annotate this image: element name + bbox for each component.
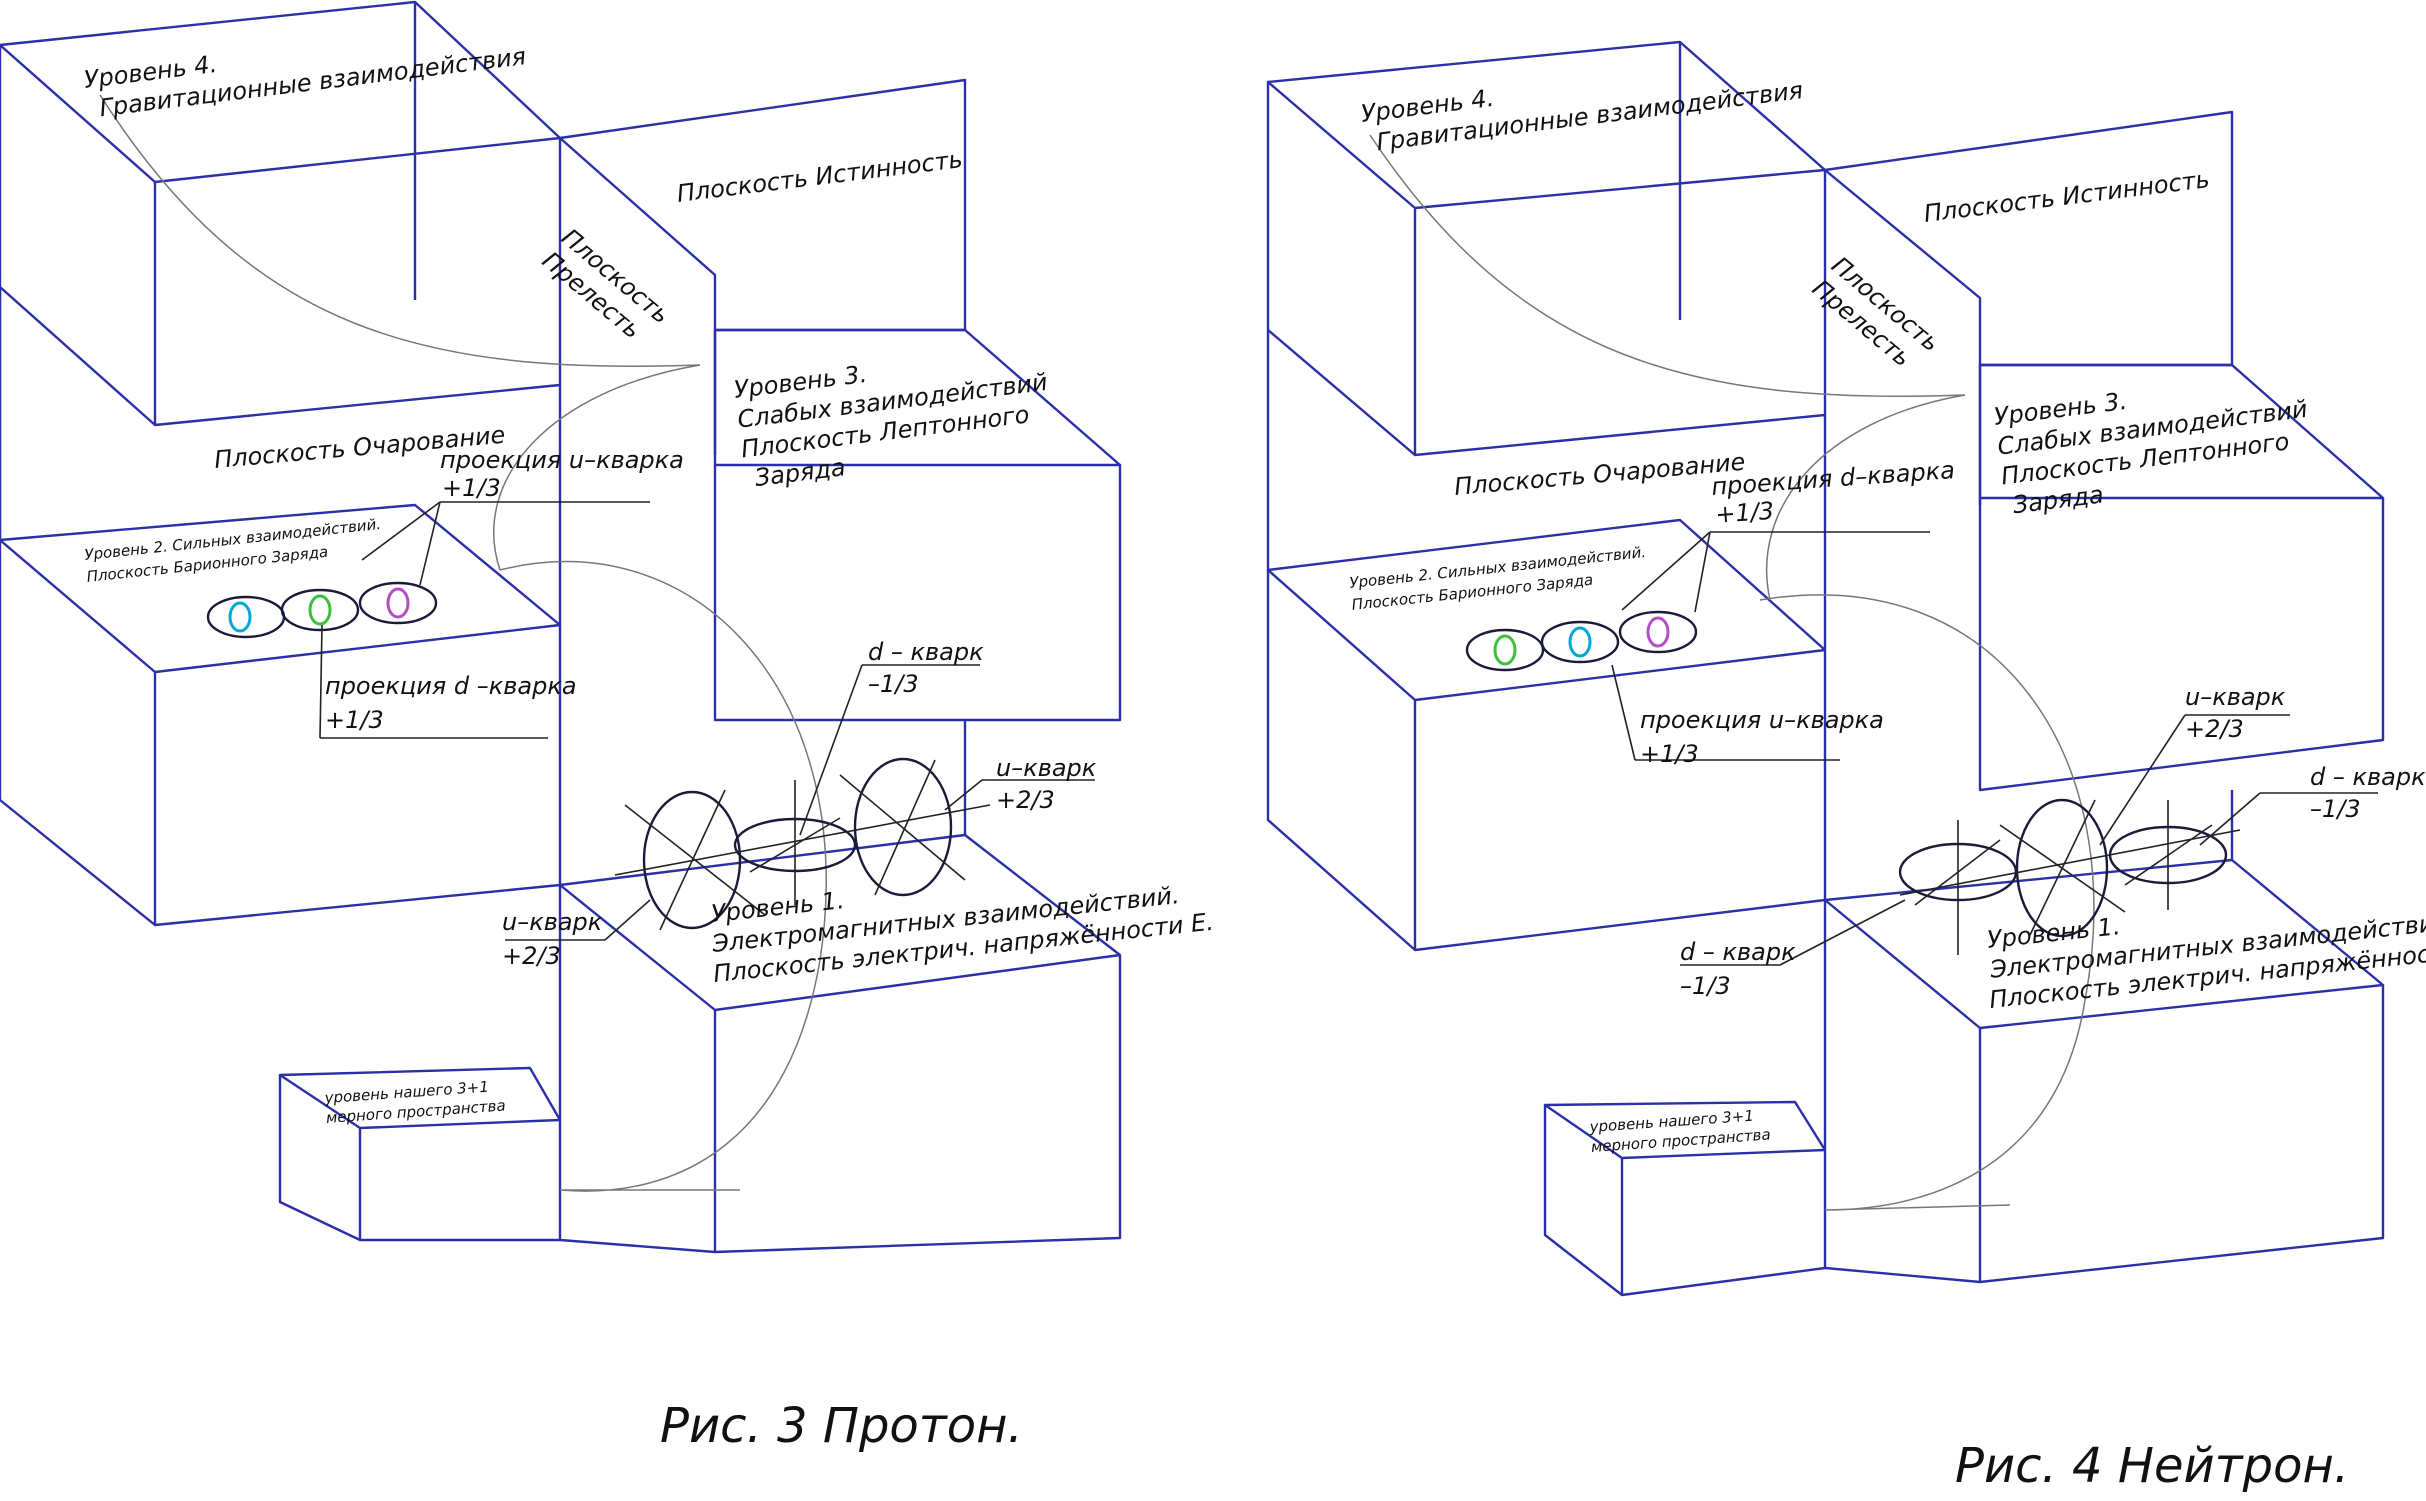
projection-arcs — [99, 94, 827, 1192]
beauty-plane-label: ПлоскостьПрелесть — [537, 223, 675, 352]
box-edges — [0, 0, 1122, 1254]
figure-proton: Уровень 4.Гравитационные взаимодействия … — [0, 0, 1215, 1454]
level3-title: Уровень 3.Слабых взаимодействийПлоскость… — [732, 338, 1056, 493]
quark-c-label: d – кварк–1/3 — [1680, 938, 1796, 1000]
color-charge-1 — [1493, 634, 1517, 666]
color-charge-3 — [1646, 616, 1670, 648]
leader-lines — [319, 501, 1095, 941]
small-ellipses — [1465, 610, 1698, 672]
quark-ellipses — [1898, 798, 2241, 955]
level1-title: Уровень 1.Электромагнитных взаимодействи… — [1982, 874, 2426, 1014]
figure-neutron: Уровень 4.Гравитационные взаимодействия … — [1266, 40, 2426, 1494]
level2-title: Уровень 2. Сильных взаимодействий.Плоско… — [84, 515, 385, 586]
truth-plane-label: Плоскость Истинность — [1922, 165, 2211, 228]
quark-b-label: d – кварк–1/3 — [2310, 763, 2426, 823]
figure-caption: Рис. 3 Протон. — [660, 1398, 1023, 1454]
projection-bottom-label: проекция u–кварка+1/3 — [1640, 706, 1884, 768]
leader-lines — [1611, 531, 2378, 966]
quark-b-label: u–кварк+2/3 — [996, 754, 1097, 814]
projection-arcs — [1369, 134, 2095, 1211]
our-space-label: уровень нашего 3+1мерного пространства — [323, 1076, 506, 1127]
box-edges — [1266, 40, 2385, 1297]
projection-top-label: проекция u–кварка+1/3 — [440, 446, 684, 502]
small-ellipses — [206, 581, 438, 639]
quark-a-label: u–кварк+2/3 — [2185, 683, 2286, 743]
projection-top-label: проекция d–кварка+1/3 — [1710, 456, 1957, 529]
level1-title: Уровень 1.Электромагнитных взаимодействи… — [706, 848, 1215, 988]
quark-c-label: u–кварк+2/3 — [502, 908, 603, 970]
figure-caption: Рис. 4 Нейтрон. — [1955, 1438, 2349, 1494]
level4-title: Уровень 4.Гравитационные взаимодействия — [1359, 46, 1804, 157]
color-charge-1 — [228, 601, 252, 633]
charm-plane-label: Плоскость Очарование — [1453, 448, 1746, 501]
our-space-label: уровень нашего 3+1мерного пространства — [1588, 1105, 1771, 1156]
beauty-plane-label: ПлоскостьПрелесть — [1807, 251, 1945, 380]
projection-bottom-label: проекция d –кварка+1/3 — [325, 672, 577, 734]
labels: Уровень 4.Гравитационные взаимодействия … — [1349, 46, 2426, 1494]
labels: Уровень 4.Гравитационные взаимодействия … — [82, 42, 1215, 1454]
color-charge-2 — [308, 594, 332, 626]
quark-a-label: d – кварк–1/3 — [868, 638, 984, 698]
color-charge-3 — [386, 587, 410, 619]
quark-ellipses — [614, 757, 991, 931]
truth-plane-label: Плоскость Истинность — [675, 145, 964, 208]
color-charge-2 — [1568, 626, 1592, 658]
